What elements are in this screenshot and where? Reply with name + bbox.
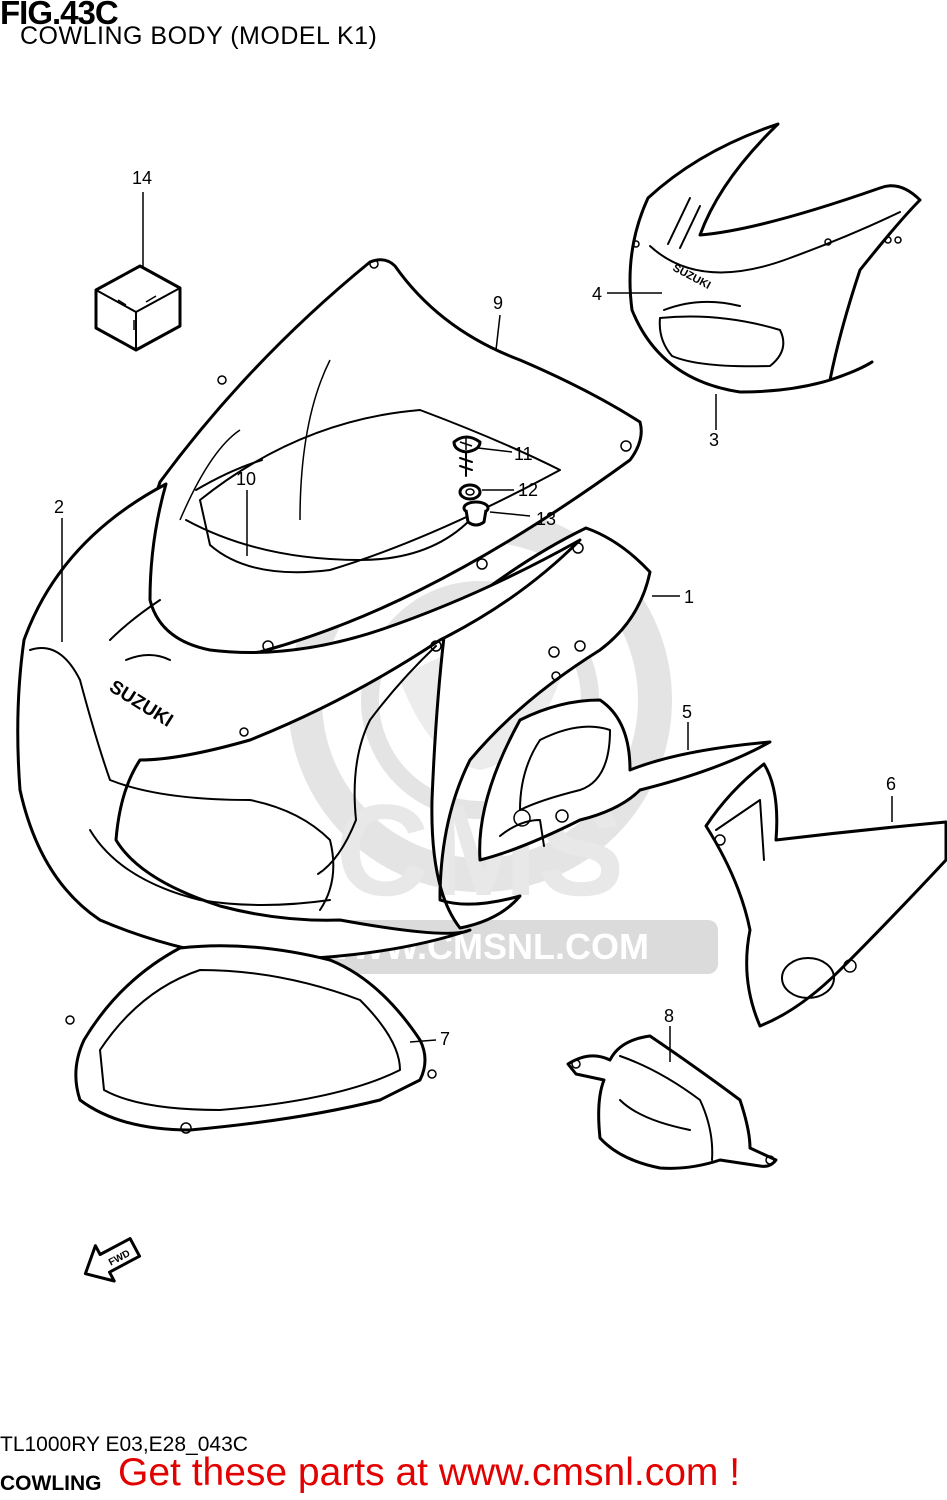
- callout-2: 2: [54, 497, 64, 517]
- callout-10: 10: [236, 469, 256, 489]
- callout-11: 11: [514, 444, 533, 464]
- part-10-trim-seal: [185, 459, 471, 561]
- figure-subtitle: COWLING BODY (MODEL K1): [20, 22, 378, 50]
- leader-lines: [61, 192, 893, 1062]
- part-11-screw: [452, 435, 482, 477]
- callout-14: 14: [132, 168, 152, 188]
- callout-9: 9: [493, 293, 503, 313]
- part-13-grommet: [462, 500, 490, 527]
- model-code: TL1000RY E03,E28_043C: [0, 1433, 248, 1456]
- callout-12: 12: [518, 480, 538, 500]
- part-8-cover-bracket: [566, 1034, 778, 1170]
- callout-7: 7: [440, 1029, 450, 1049]
- part-6-lower-side-panel: [704, 762, 947, 1028]
- callout-13: 13: [536, 509, 556, 529]
- part-1-side-cowl: [430, 526, 652, 930]
- callout-5: 5: [682, 702, 692, 722]
- part-7-under-panel: [65, 944, 437, 1134]
- callout-3: 3: [709, 430, 719, 450]
- section-label: COWLING: [0, 1472, 102, 1495]
- parts-link-banner[interactable]: Get these parts at www.cmsnl.com !: [118, 1451, 741, 1494]
- callout-4: 4: [592, 284, 602, 304]
- figure-title: FIG.43C: [0, 0, 119, 31]
- callout-1: 1: [684, 587, 694, 607]
- part-14-label-box: [94, 264, 182, 352]
- part-3-upper-fairing: SUZUKI: [628, 122, 922, 394]
- fwd-direction-arrow: FWD: [83, 1237, 142, 1283]
- part-5-inner-panel: [478, 698, 772, 862]
- part-12-washer: [458, 483, 482, 501]
- callout-6: 6: [886, 774, 896, 794]
- callout-numbers: 1 2 3 4 5 6 7 8 9 10 11 12 13 14: [54, 168, 896, 1049]
- callout-8: 8: [664, 1006, 674, 1026]
